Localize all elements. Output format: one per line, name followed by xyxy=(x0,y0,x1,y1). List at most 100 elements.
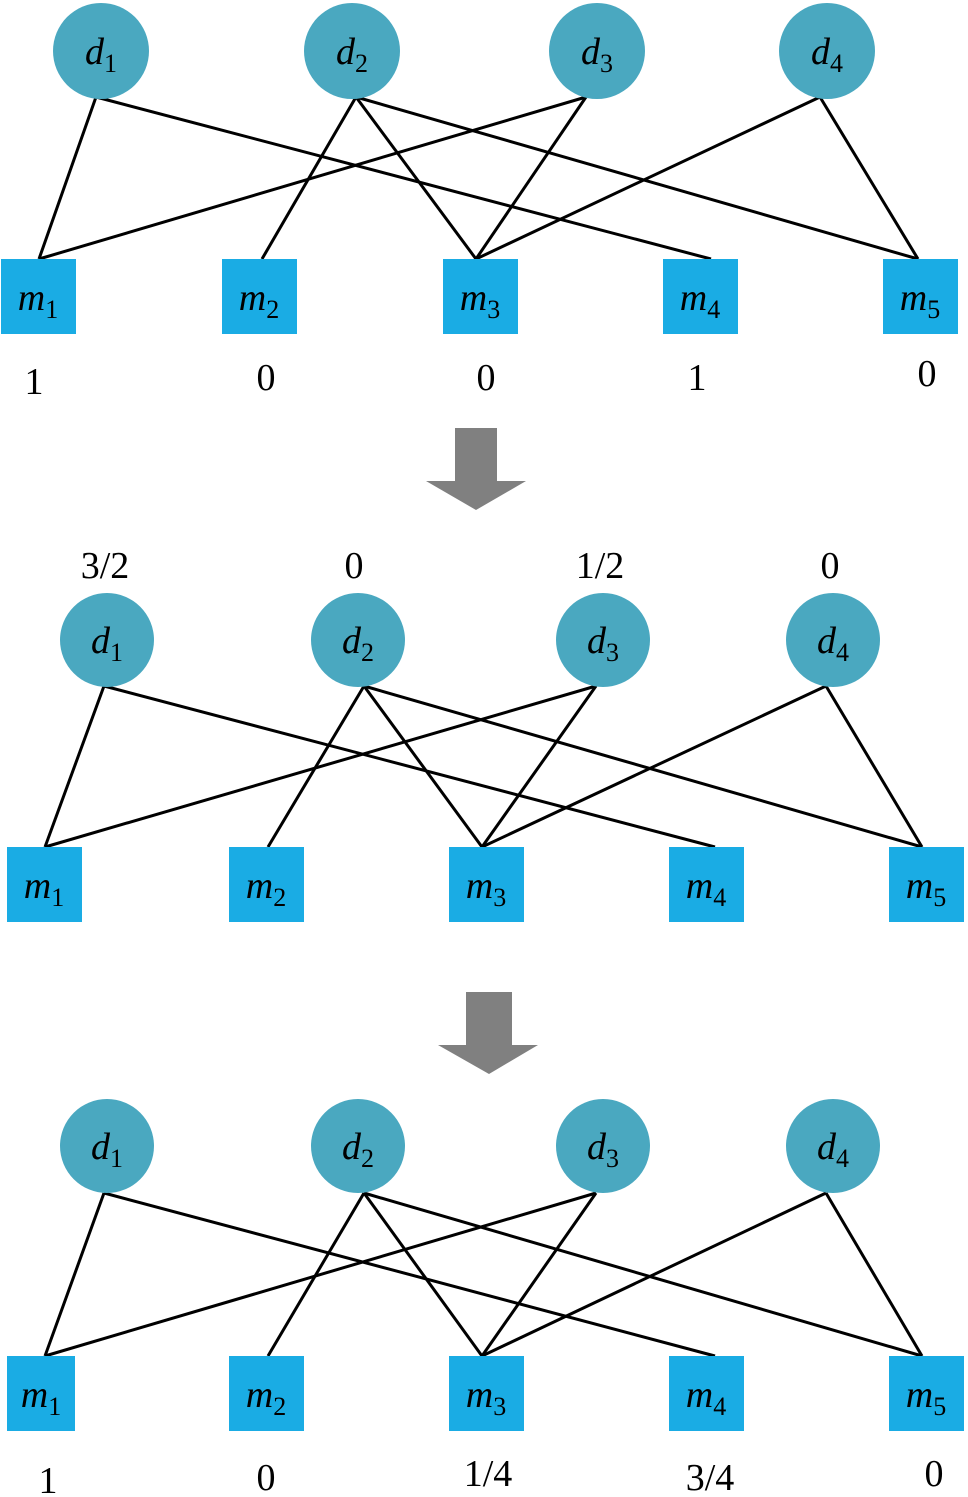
drug-node-label: d1 xyxy=(91,620,123,667)
panel-2-edges xyxy=(43,684,924,849)
drug-node-d4: d4 xyxy=(779,3,875,99)
microbe-node-m1: m1 xyxy=(7,847,82,922)
drug-value-d2: 0 xyxy=(345,545,364,587)
microbe-node-m1: m1 xyxy=(1,259,76,334)
microbe-value-m2: 0 xyxy=(257,1457,276,1497)
microbe-value-m5: 0 xyxy=(925,1453,944,1495)
drug-node-label: d4 xyxy=(817,1126,849,1173)
panel-1-microbe-values: 1 0 0 1 0 xyxy=(25,353,937,403)
microbe-node-label: m1 xyxy=(18,277,58,324)
microbe-node-m5: m5 xyxy=(889,847,964,922)
microbe-node-m3: m3 xyxy=(449,1356,524,1431)
panel-2-microbe-nodes: m1 m2 m3 m4 m5 xyxy=(7,847,964,922)
microbe-node-label: m1 xyxy=(21,1374,61,1421)
panel-1: d1 d2 d3 d4 m1 m2 xyxy=(1,3,958,403)
panel-3-edges xyxy=(43,1191,924,1358)
edge-d4-m3 xyxy=(481,684,827,849)
drug-node-d2: d2 xyxy=(304,3,400,99)
drug-value-d1: 3/2 xyxy=(81,545,130,587)
panel-3-microbe-nodes: m1 m2 m3 m4 m5 xyxy=(7,1356,964,1431)
microbe-node-label: m3 xyxy=(460,277,500,324)
microbe-value-m4: 3/4 xyxy=(686,1457,735,1497)
edge-d3-m3 xyxy=(480,1192,598,1357)
microbe-node-m4: m4 xyxy=(669,847,744,922)
panel-3-drug-nodes: d1 d2 d3 d4 xyxy=(60,1099,880,1193)
microbe-value-m1: 1 xyxy=(39,1460,58,1497)
microbe-value-m5: 0 xyxy=(918,353,937,395)
drug-node-d4: d4 xyxy=(786,593,880,687)
microbe-node-m2: m2 xyxy=(229,847,304,922)
microbe-node-label: m3 xyxy=(466,865,506,912)
microbe-value-m4: 1 xyxy=(688,357,707,399)
panel-3: d1 d2 d3 d4 m1 m2 xyxy=(7,1099,964,1497)
drug-node-d4: d4 xyxy=(786,1099,880,1193)
drug-node-d2: d2 xyxy=(311,593,405,687)
down-arrow-icon xyxy=(426,428,526,510)
edge-d4-m5 xyxy=(818,96,920,260)
microbe-node-m3: m3 xyxy=(443,259,518,334)
microbe-node-m2: m2 xyxy=(229,1356,304,1431)
microbe-value-m3: 0 xyxy=(477,357,496,399)
drug-node-d2: d2 xyxy=(311,1099,405,1193)
drug-node-label: d2 xyxy=(342,620,374,667)
edge-d1-m4 xyxy=(95,95,712,261)
drug-node-label: d4 xyxy=(817,620,849,667)
edge-d1-m1 xyxy=(37,96,98,260)
edge-d3-m1 xyxy=(38,95,587,261)
edge-d1-m4 xyxy=(103,684,716,849)
drug-node-label: d1 xyxy=(85,31,117,78)
drug-value-d4: 0 xyxy=(821,545,840,587)
edge-d4-m3 xyxy=(481,1191,827,1358)
panel-1-microbe-nodes: m1 m2 m3 m4 m5 xyxy=(1,259,958,334)
drug-node-d1: d1 xyxy=(60,1099,154,1193)
edge-d4-m5 xyxy=(824,685,924,848)
edge-d3-m3 xyxy=(474,96,588,260)
microbe-node-label: m5 xyxy=(906,1374,946,1421)
microbe-node-label: m5 xyxy=(900,277,940,324)
edge-d2-m5 xyxy=(355,95,919,261)
edge-d1-m4 xyxy=(103,1191,716,1358)
drug-node-label: d2 xyxy=(336,31,368,78)
panel-2: 3/2 0 1/2 0 d1 d2 xyxy=(7,545,964,922)
edge-d2-m5 xyxy=(363,1191,923,1358)
edge-d1-m1 xyxy=(43,1192,106,1357)
drug-node-label: d2 xyxy=(342,1126,374,1173)
microbe-node-m4: m4 xyxy=(663,259,738,334)
panel-2-drug-values: 3/2 0 1/2 0 xyxy=(81,545,840,587)
panel-1-drug-nodes: d1 d2 d3 d4 xyxy=(53,3,875,99)
edge-d3-m1 xyxy=(44,684,597,849)
microbe-node-label: m5 xyxy=(906,865,946,912)
drug-node-label: d3 xyxy=(587,620,619,667)
edge-d1-m1 xyxy=(43,685,106,848)
panel-1-edges xyxy=(37,95,920,261)
microbe-node-m1: m1 xyxy=(7,1356,75,1431)
microbe-node-m5: m5 xyxy=(889,1356,964,1431)
microbe-node-label: m4 xyxy=(686,865,726,912)
microbe-node-m2: m2 xyxy=(222,259,297,334)
down-arrow-icon xyxy=(438,992,538,1074)
panel-2-drug-nodes: d1 d2 d3 d4 xyxy=(60,593,880,687)
edge-d3-m1 xyxy=(44,1191,597,1358)
edge-d2-m3 xyxy=(362,1192,484,1357)
microbe-node-label: m4 xyxy=(686,1374,726,1421)
edge-d3-m3 xyxy=(480,685,598,848)
drug-value-d3: 1/2 xyxy=(576,545,625,587)
edge-d4-m5 xyxy=(824,1192,924,1357)
microbe-node-label: m2 xyxy=(246,865,286,912)
microbe-value-m1: 1 xyxy=(25,361,44,403)
microbe-value-m2: 0 xyxy=(257,357,276,399)
microbe-node-label: m2 xyxy=(239,277,279,324)
drug-node-label: d4 xyxy=(811,31,843,78)
edge-d2-m3 xyxy=(362,685,484,848)
drug-node-label: d1 xyxy=(91,1126,123,1173)
drug-node-d1: d1 xyxy=(60,593,154,687)
edge-d2-m3 xyxy=(354,96,478,260)
panel-3-microbe-values: 1 0 1/4 3/4 0 xyxy=(39,1453,944,1497)
microbe-value-m3: 1/4 xyxy=(464,1453,513,1495)
drug-node-d3: d3 xyxy=(549,3,645,99)
microbe-node-label: m4 xyxy=(680,277,720,324)
drug-node-d3: d3 xyxy=(556,593,650,687)
microbe-node-label: m3 xyxy=(466,1374,506,1421)
drug-node-d3: d3 xyxy=(556,1099,650,1193)
